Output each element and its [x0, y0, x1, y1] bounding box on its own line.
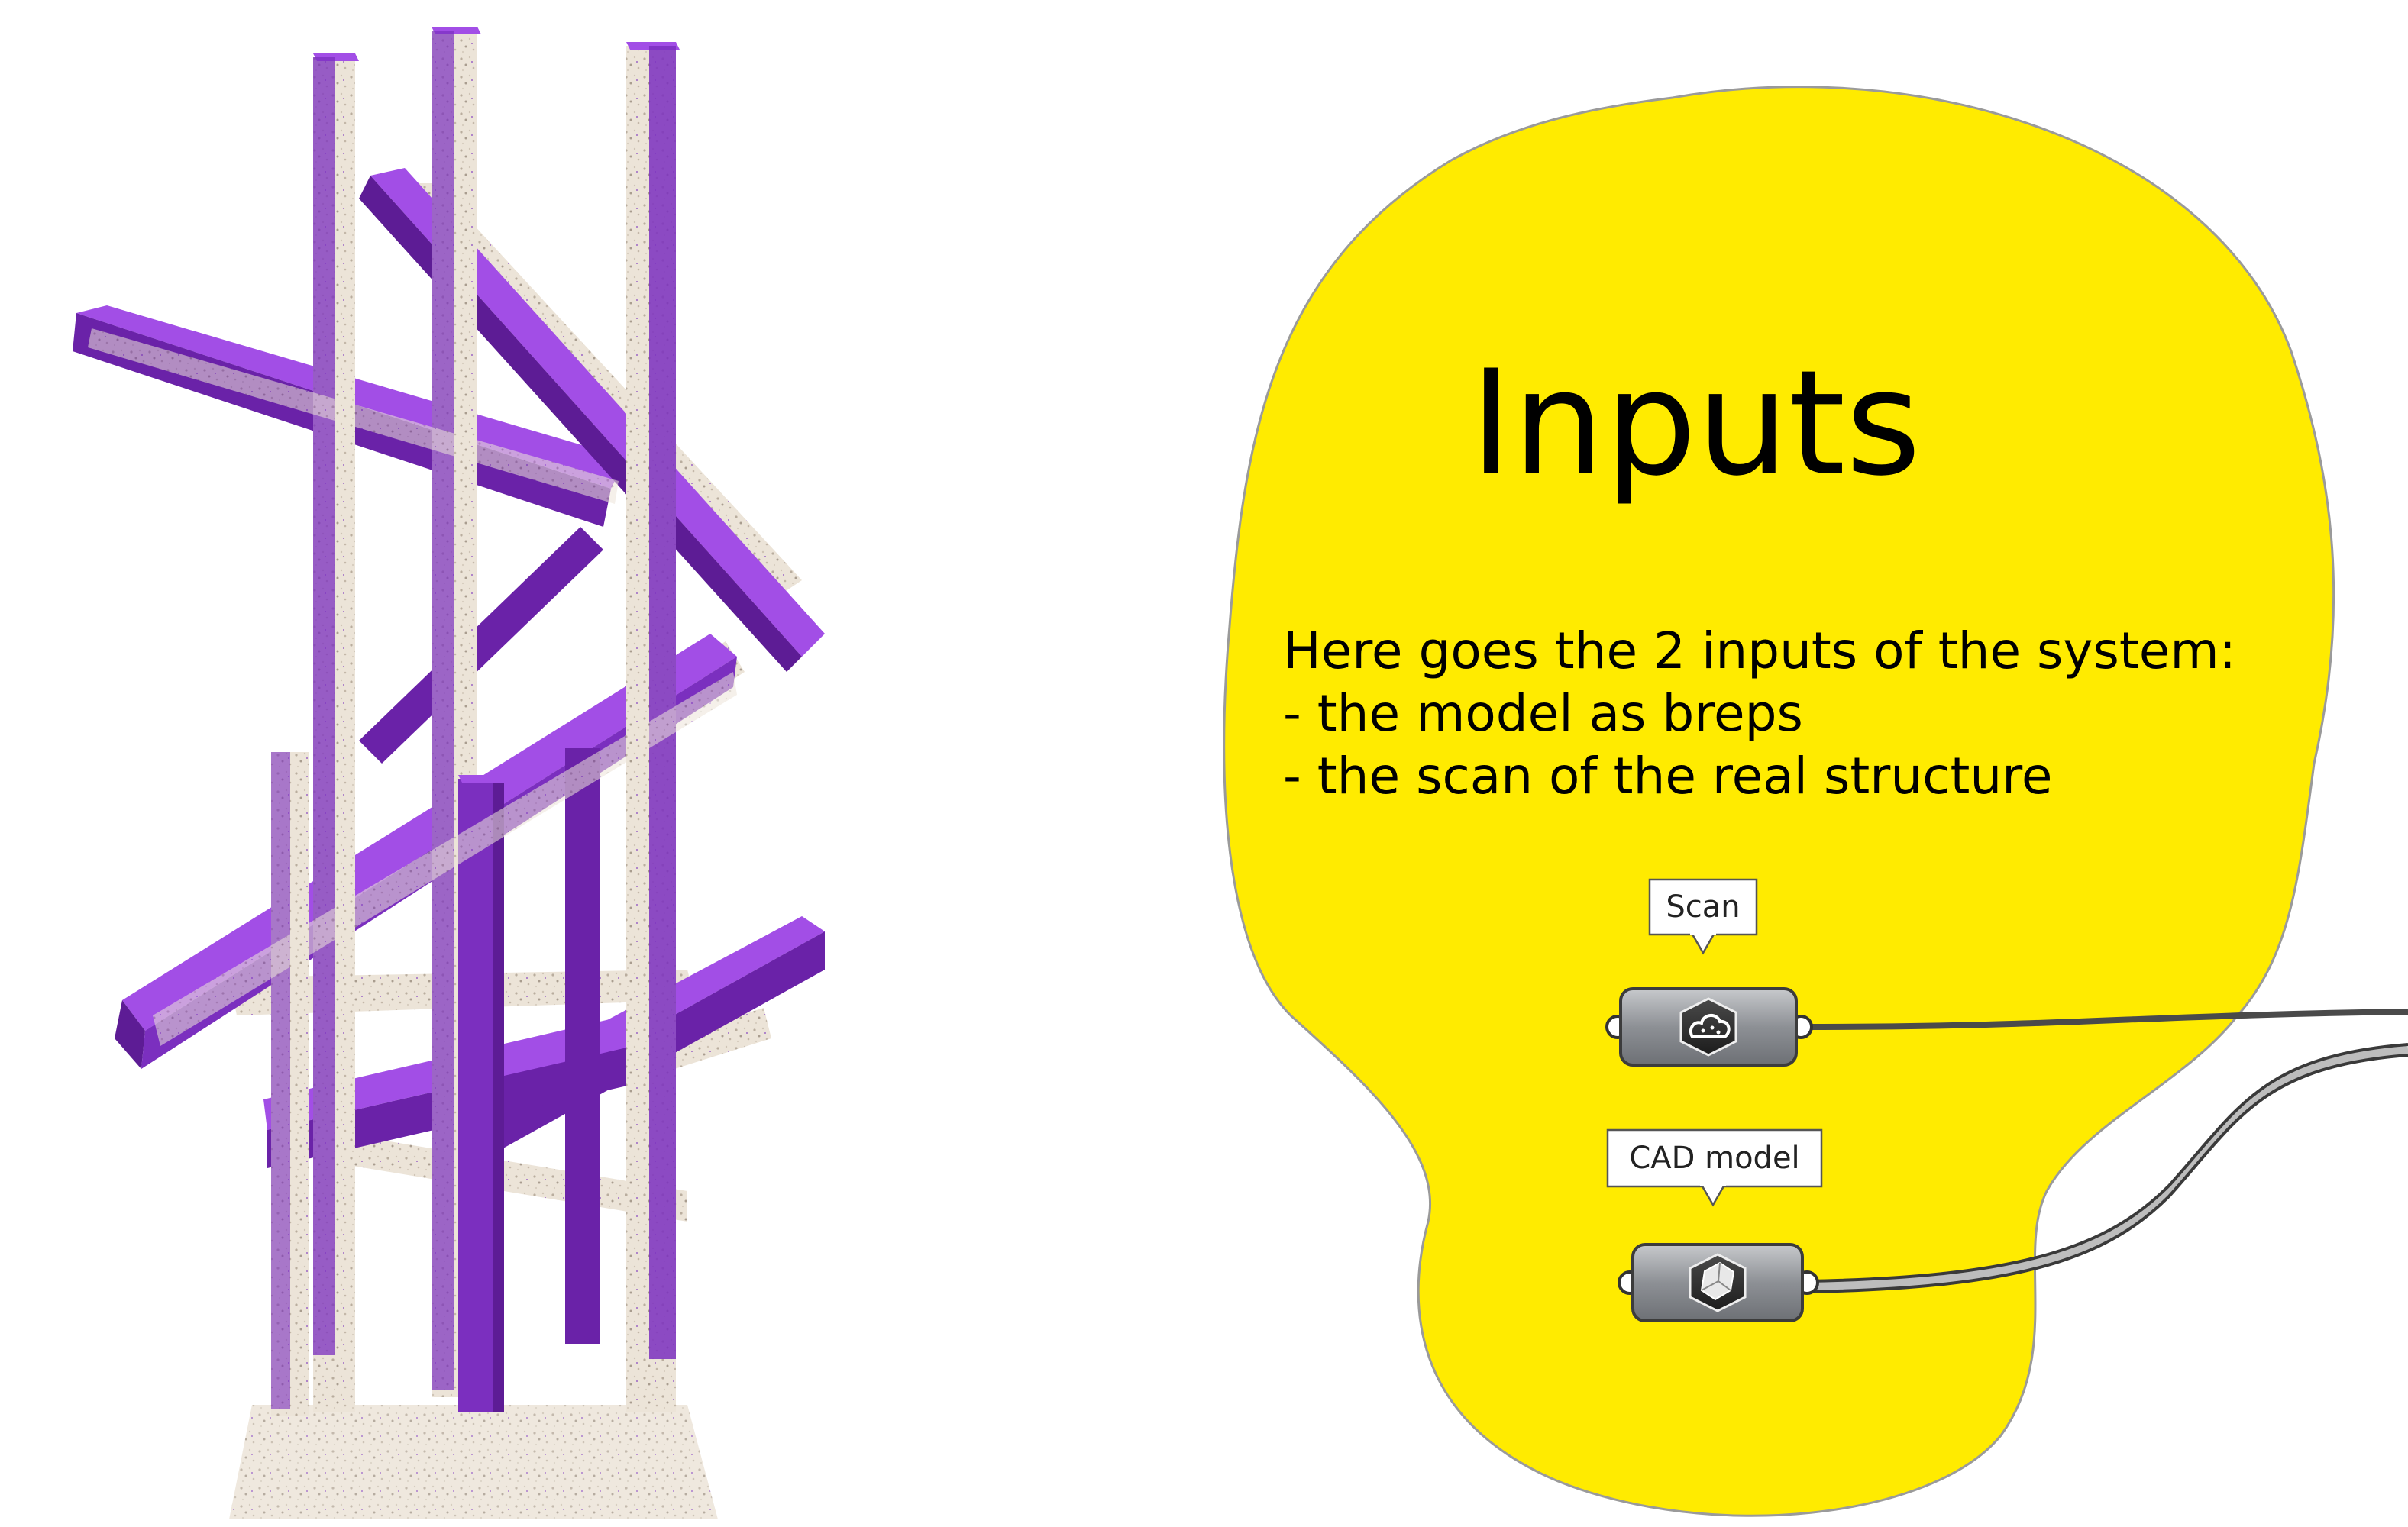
cad-wire-inner-a	[1805, 1043, 2408, 1283]
structure-3d-view	[73, 27, 825, 1519]
scan-tag: Scan	[1648, 878, 1758, 955]
posts	[271, 27, 680, 1416]
cad-model-param-component[interactable]: CAD model	[1606, 1128, 1823, 1322]
wires	[1802, 1009, 2408, 1293]
brep-icon	[1689, 1253, 1747, 1312]
group-description-line-3: - the scan of the real structure	[1283, 747, 2052, 805]
scan-wire	[1802, 1009, 2408, 1030]
scan-ground-points	[229, 1405, 718, 1519]
inputs-group[interactable]: Inputs Here goes the 2 inputs of the sys…	[1223, 86, 2335, 1517]
group-title: Inputs	[1470, 339, 1922, 508]
cad-wire-outer	[1805, 1045, 2408, 1291]
scan-point-overlay	[88, 328, 737, 1046]
group-description-line-1: Here goes the 2 inputs of the system:	[1283, 621, 2236, 680]
scan-param-component[interactable]: Scan	[1605, 878, 1813, 1067]
scan-tag-label: Scan	[1666, 889, 1740, 925]
cad-model-tag: CAD model	[1606, 1128, 1823, 1207]
point-cloud-icon	[1679, 997, 1737, 1057]
group-description-line-2: - the model as breps	[1283, 684, 1803, 743]
cad-wire-inner-b	[1805, 1054, 2408, 1293]
cad-model-tag-label: CAD model	[1629, 1141, 1799, 1176]
group-blob	[1223, 86, 2335, 1517]
